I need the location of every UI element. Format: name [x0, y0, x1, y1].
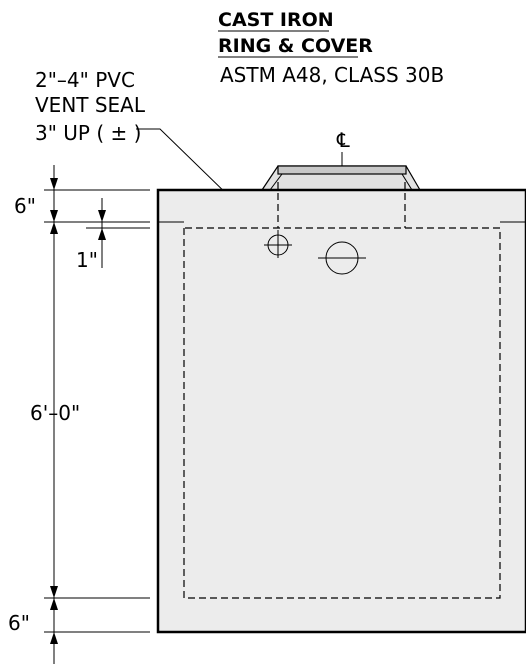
cover-lid	[277, 165, 407, 175]
dim-arrow-bottom-2	[50, 632, 58, 644]
dim-arrow-bottom-1	[50, 598, 58, 610]
vent-note-line-1: 2"–4" PVC	[35, 68, 135, 92]
vent-note-line-3: 3" UP ( ± )	[35, 121, 141, 145]
dim-label-bottom-slab: 6"	[8, 611, 30, 635]
title-line-1: CAST IRON	[218, 9, 334, 31]
dim-arrow-top-1	[50, 178, 58, 190]
dim-label-height: 6'–0"	[30, 401, 80, 425]
ring-edge-left	[269, 173, 283, 191]
dim-arrow-1in-bottom	[98, 228, 106, 240]
dim-label-top-slab: 6"	[14, 194, 36, 218]
title-spec: ASTM A48, CLASS 30B	[220, 63, 444, 87]
title-line-2: RING & COVER	[218, 35, 373, 57]
concrete-structure	[156, 188, 526, 634]
dim-arrow-height-top	[50, 222, 58, 234]
dim-arrow-height-bottom	[50, 586, 58, 598]
dim-arrow-1in-top	[98, 210, 106, 222]
centerline-symbol: ℄	[336, 128, 350, 152]
dim-arrow-top-2	[50, 210, 58, 222]
interior-hidden-outline	[183, 227, 501, 599]
dim-label-wall-offset: 1"	[76, 248, 98, 272]
vent-note-line-2: VENT SEAL	[35, 93, 146, 117]
ring-edge-right	[401, 173, 413, 191]
